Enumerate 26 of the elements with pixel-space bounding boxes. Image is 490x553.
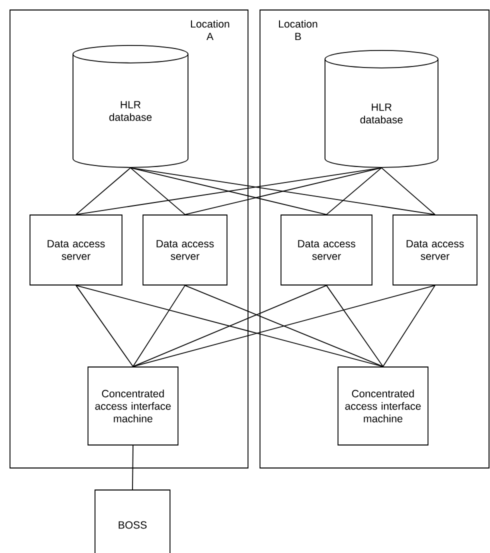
server-box: Data access server — [142, 214, 228, 286]
connector-line — [381, 167, 436, 215]
connector-line — [76, 285, 134, 367]
connector-line — [130, 167, 436, 215]
system-box: BOSS — [94, 490, 170, 553]
server-box: Data access server — [280, 214, 372, 286]
connector-line — [326, 285, 384, 367]
connector-line — [382, 285, 436, 367]
connector-line — [130, 167, 327, 215]
database-cylinder: HLR database — [324, 50, 438, 168]
connector-line — [130, 167, 186, 215]
database-cylinder: HLR database — [72, 44, 188, 168]
connector-line — [132, 445, 134, 490]
connector-line — [326, 167, 382, 215]
server-box: Data access server — [30, 214, 122, 286]
machine-box: Concentrated access interface machine — [88, 366, 178, 446]
connector-line — [76, 285, 384, 367]
connector-line — [76, 167, 382, 215]
connector-line — [132, 285, 186, 367]
connector-line — [132, 285, 327, 367]
connector-line — [184, 285, 384, 367]
connector-line — [132, 285, 436, 367]
connector-line — [76, 167, 131, 215]
server-box: Data access server — [392, 214, 478, 286]
connector-line — [184, 167, 382, 215]
machine-box: Concentrated access interface machine — [338, 366, 428, 446]
